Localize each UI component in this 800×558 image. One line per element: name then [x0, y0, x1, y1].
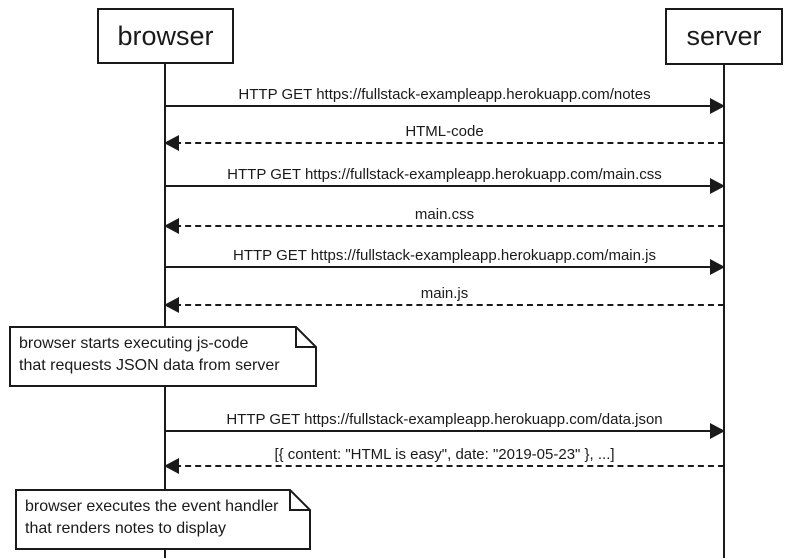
message-get-data-json: HTTP GET https://fullstack-exampleapp.he…: [165, 404, 725, 439]
note-line: that renders notes to display: [25, 520, 227, 537]
note-line: browser starts executing js-code: [19, 335, 249, 352]
note-line: browser executes the event handler: [25, 498, 279, 515]
message-label: HTTP GET https://fullstack-exampleapp.he…: [238, 86, 651, 103]
message-line: [165, 185, 724, 187]
message-get-notes: HTTP GET https://fullstack-exampleapp.he…: [165, 79, 725, 114]
actor-server: server: [665, 8, 783, 65]
message-label: [{ content: "HTML is easy", date: "2019-…: [274, 446, 615, 463]
note-outline: [9, 326, 317, 387]
actor-browser-label: browser: [117, 20, 214, 51]
message-line: [165, 142, 724, 144]
message-line: [165, 304, 724, 306]
message-label: HTTP GET https://fullstack-exampleapp.he…: [233, 247, 656, 264]
message-label: main.js: [420, 285, 469, 302]
note-js-execution: browser starts executing js-code that re…: [9, 326, 317, 387]
message-line: [165, 266, 724, 268]
message-line: [165, 225, 724, 227]
actor-server-label: server: [686, 21, 762, 51]
message-html-code: HTML-code: [164, 116, 724, 151]
message-label: HTTP GET https://fullstack-exampleapp.he…: [226, 411, 663, 428]
message-get-main-js: HTTP GET https://fullstack-exampleapp.he…: [165, 240, 725, 275]
arrowhead-left: [164, 135, 179, 151]
message-line: [165, 105, 724, 107]
message-json-data: [{ content: "HTML is easy", date: "2019-…: [164, 439, 724, 474]
note-line: that requests JSON data from server: [19, 357, 280, 374]
message-label: main.css: [414, 206, 475, 223]
arrowhead-right: [710, 178, 725, 194]
message-main-js: main.js: [164, 278, 724, 313]
arrowhead-left: [164, 297, 179, 313]
message-line: [165, 465, 724, 467]
arrowhead-right: [710, 423, 725, 439]
message-main-css: main.css: [164, 199, 724, 234]
message-label: HTML-code: [405, 123, 484, 140]
server-lifeline: [723, 63, 725, 558]
arrowhead-left: [164, 218, 179, 234]
arrowhead-right: [710, 98, 725, 114]
note-text: browser executes the event handler that …: [25, 496, 305, 540]
actor-browser: browser: [97, 8, 234, 64]
note-text: browser starts executing js-code that re…: [19, 333, 311, 377]
note-fold-corner-icon: [289, 490, 310, 511]
note-event-handler: browser executes the event handler that …: [15, 489, 311, 550]
message-get-main-css: HTTP GET https://fullstack-exampleapp.he…: [165, 159, 725, 194]
message-line: [165, 430, 724, 432]
arrowhead-right: [710, 259, 725, 275]
message-label: HTTP GET https://fullstack-exampleapp.he…: [227, 166, 662, 183]
note-outline: [15, 489, 311, 550]
note-fold-corner-icon: [295, 327, 316, 348]
arrowhead-left: [164, 458, 179, 474]
